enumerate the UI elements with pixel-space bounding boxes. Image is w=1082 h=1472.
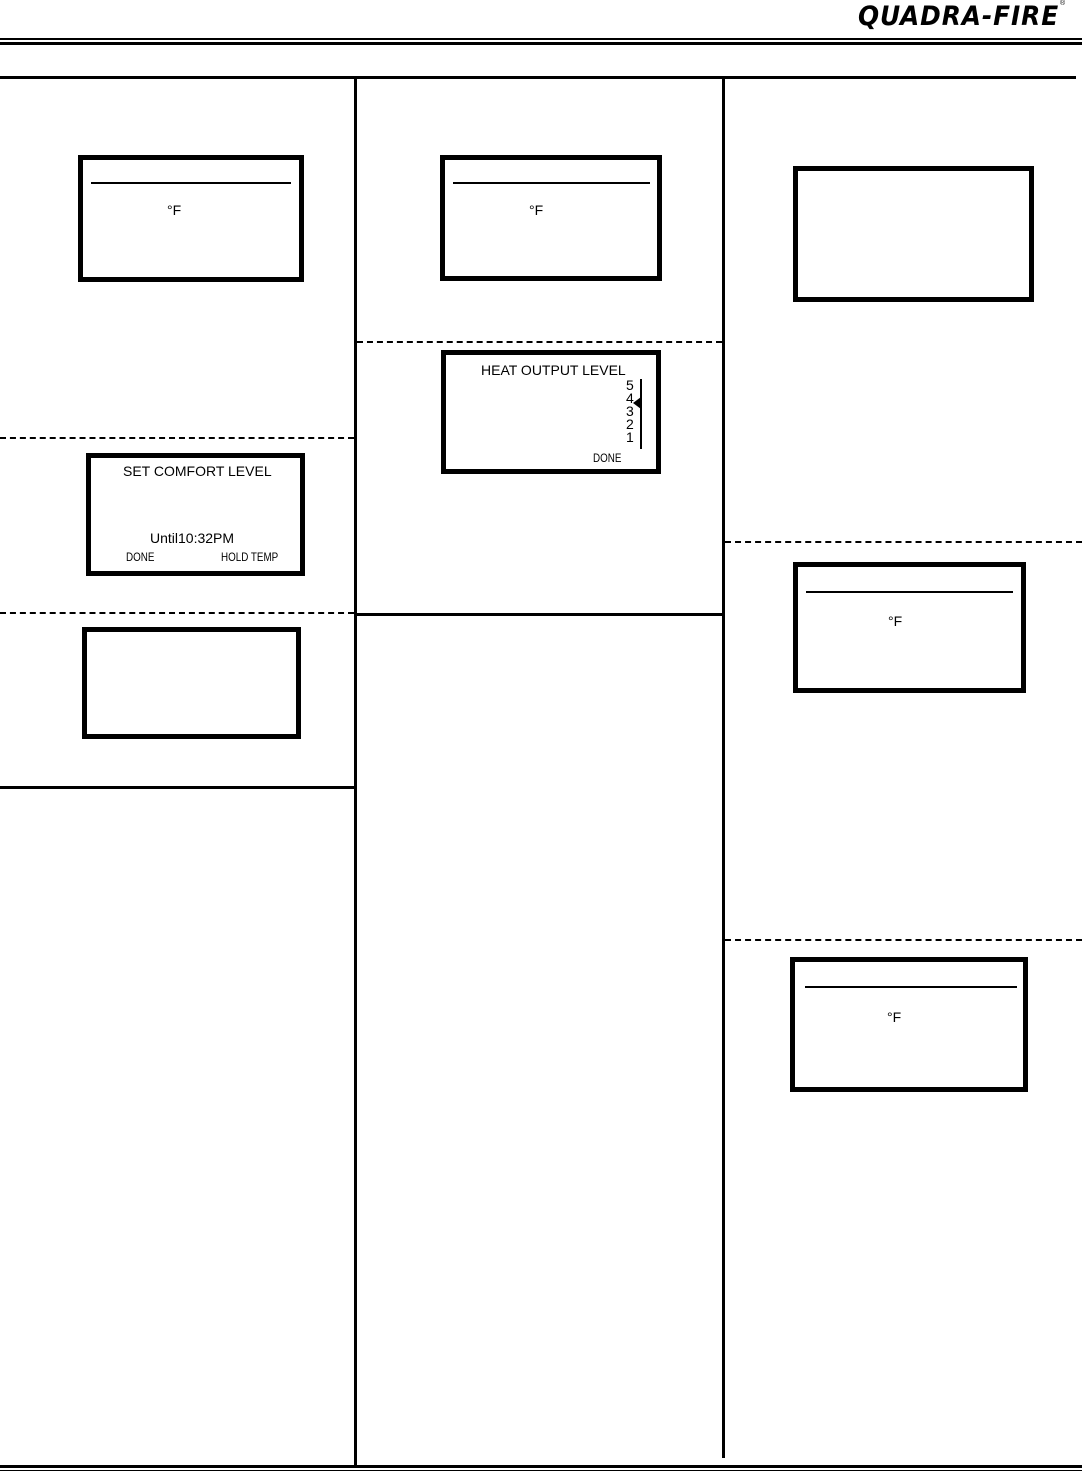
header-rule-thick: [0, 42, 1082, 45]
lcd-divider: [91, 182, 291, 184]
col2-dashed-separator: [357, 341, 722, 343]
col2-lcd-temperature: °F: [440, 155, 662, 281]
col3-lcd-temperature-2: °F: [790, 957, 1028, 1092]
lcd-title: SET COMFORT LEVEL: [123, 463, 272, 479]
column-divider-left: [354, 78, 357, 1466]
level-5[interactable]: 5: [626, 377, 634, 393]
done-softkey[interactable]: DONE: [593, 451, 622, 465]
header-rule-thin: [0, 38, 1082, 40]
footer-rule-thin: [0, 1470, 1082, 1471]
level-3[interactable]: 3: [626, 403, 634, 419]
col1-dashed-separator-1: [0, 437, 354, 439]
temperature-unit: °F: [887, 1009, 902, 1025]
selected-level-arrow-icon: [633, 397, 641, 409]
until-time: Until10:32PM: [150, 530, 235, 546]
col1-section-rule: [0, 786, 355, 789]
columns-top-rule: [0, 76, 1076, 79]
col1-lcd-set-comfort-level: SET COMFORT LEVEL Until10:32PM DONE HOLD…: [86, 453, 305, 576]
lcd-title: HEAT OUTPUT LEVEL: [481, 362, 626, 378]
col2-lcd-heat-output-level: HEAT OUTPUT LEVEL 5 4 3 2 1 DONE: [441, 350, 661, 474]
level-1[interactable]: 1: [626, 429, 634, 445]
level-2[interactable]: 2: [626, 416, 634, 432]
col2-section-rule: [357, 613, 723, 616]
temperature-unit: °F: [167, 202, 182, 218]
temperature-unit: °F: [888, 613, 903, 629]
col3-lcd-blank: [793, 166, 1034, 302]
col1-dashed-separator-2: [0, 612, 354, 614]
lcd-divider: [805, 986, 1017, 988]
col1-lcd-blank: [82, 627, 301, 739]
level-scale-bar: [640, 379, 642, 449]
temperature-unit: °F: [529, 202, 544, 218]
lcd-divider: [806, 591, 1013, 593]
level-4[interactable]: 4: [626, 390, 634, 406]
col3-lcd-temperature-1: °F: [793, 562, 1026, 693]
footer-rule-thick: [0, 1465, 1082, 1468]
lcd-divider: [453, 182, 650, 184]
col3-dashed-separator-2: [725, 939, 1082, 941]
hold-temp-softkey[interactable]: HOLD TEMP: [221, 550, 279, 564]
done-softkey[interactable]: DONE: [126, 550, 155, 564]
col1-lcd-temperature: °F: [78, 155, 304, 282]
logo-text: QUADRA-FIRE: [858, 1, 1060, 32]
column-divider-right: [722, 78, 725, 1458]
quadra-fire-logo: QUADRA-FIRE ®: [858, 0, 1068, 34]
registered-mark: ®: [1060, 0, 1066, 7]
col3-dashed-separator-1: [725, 541, 1082, 543]
